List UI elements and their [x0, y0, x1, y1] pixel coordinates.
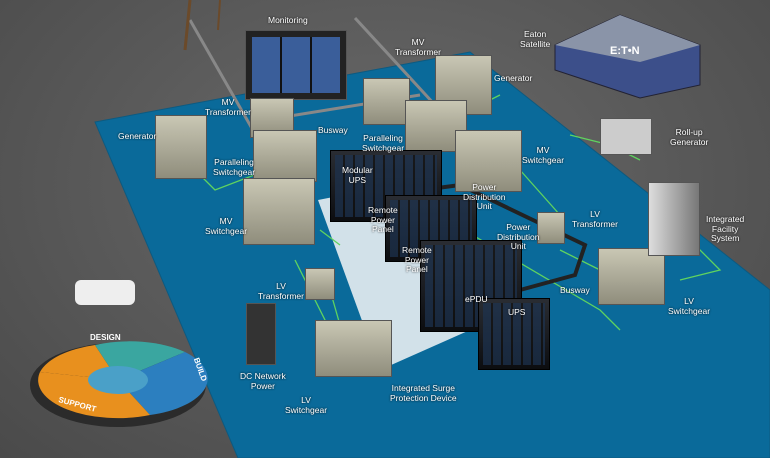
dc-network-power: [246, 303, 276, 365]
van: [75, 280, 135, 305]
label-generator-right: Generator: [494, 73, 533, 83]
monitoring-wall: [245, 30, 347, 100]
paralleling-switchgear-left: [253, 130, 317, 182]
label-monitoring: Monitoring: [268, 15, 308, 25]
lv-transformer-right: [537, 212, 565, 244]
ups-cabinet: [478, 298, 550, 370]
generator-left: [155, 115, 207, 179]
service-design: DESIGN: [90, 333, 121, 342]
label-busway-top: Busway: [318, 125, 348, 135]
label-ups: UPS: [508, 307, 526, 317]
lv-transformer-left: [305, 268, 335, 300]
services-ring: [30, 341, 208, 427]
lv-switchgear-bottom: [315, 320, 392, 377]
label-epdu: ePDU: [465, 294, 488, 304]
integrated-facility-system: [648, 182, 700, 256]
mv-switchgear-right: [455, 130, 522, 192]
eaton-logo: E:T•N: [610, 45, 640, 57]
mv-transformer-top: [363, 78, 410, 125]
label-generator-left: Generator: [118, 131, 157, 141]
rollup-generator: [600, 118, 652, 155]
mv-switchgear-left: [243, 178, 315, 245]
label-busway-right: Busway: [560, 285, 590, 295]
lv-switchgear-right: [598, 248, 665, 305]
